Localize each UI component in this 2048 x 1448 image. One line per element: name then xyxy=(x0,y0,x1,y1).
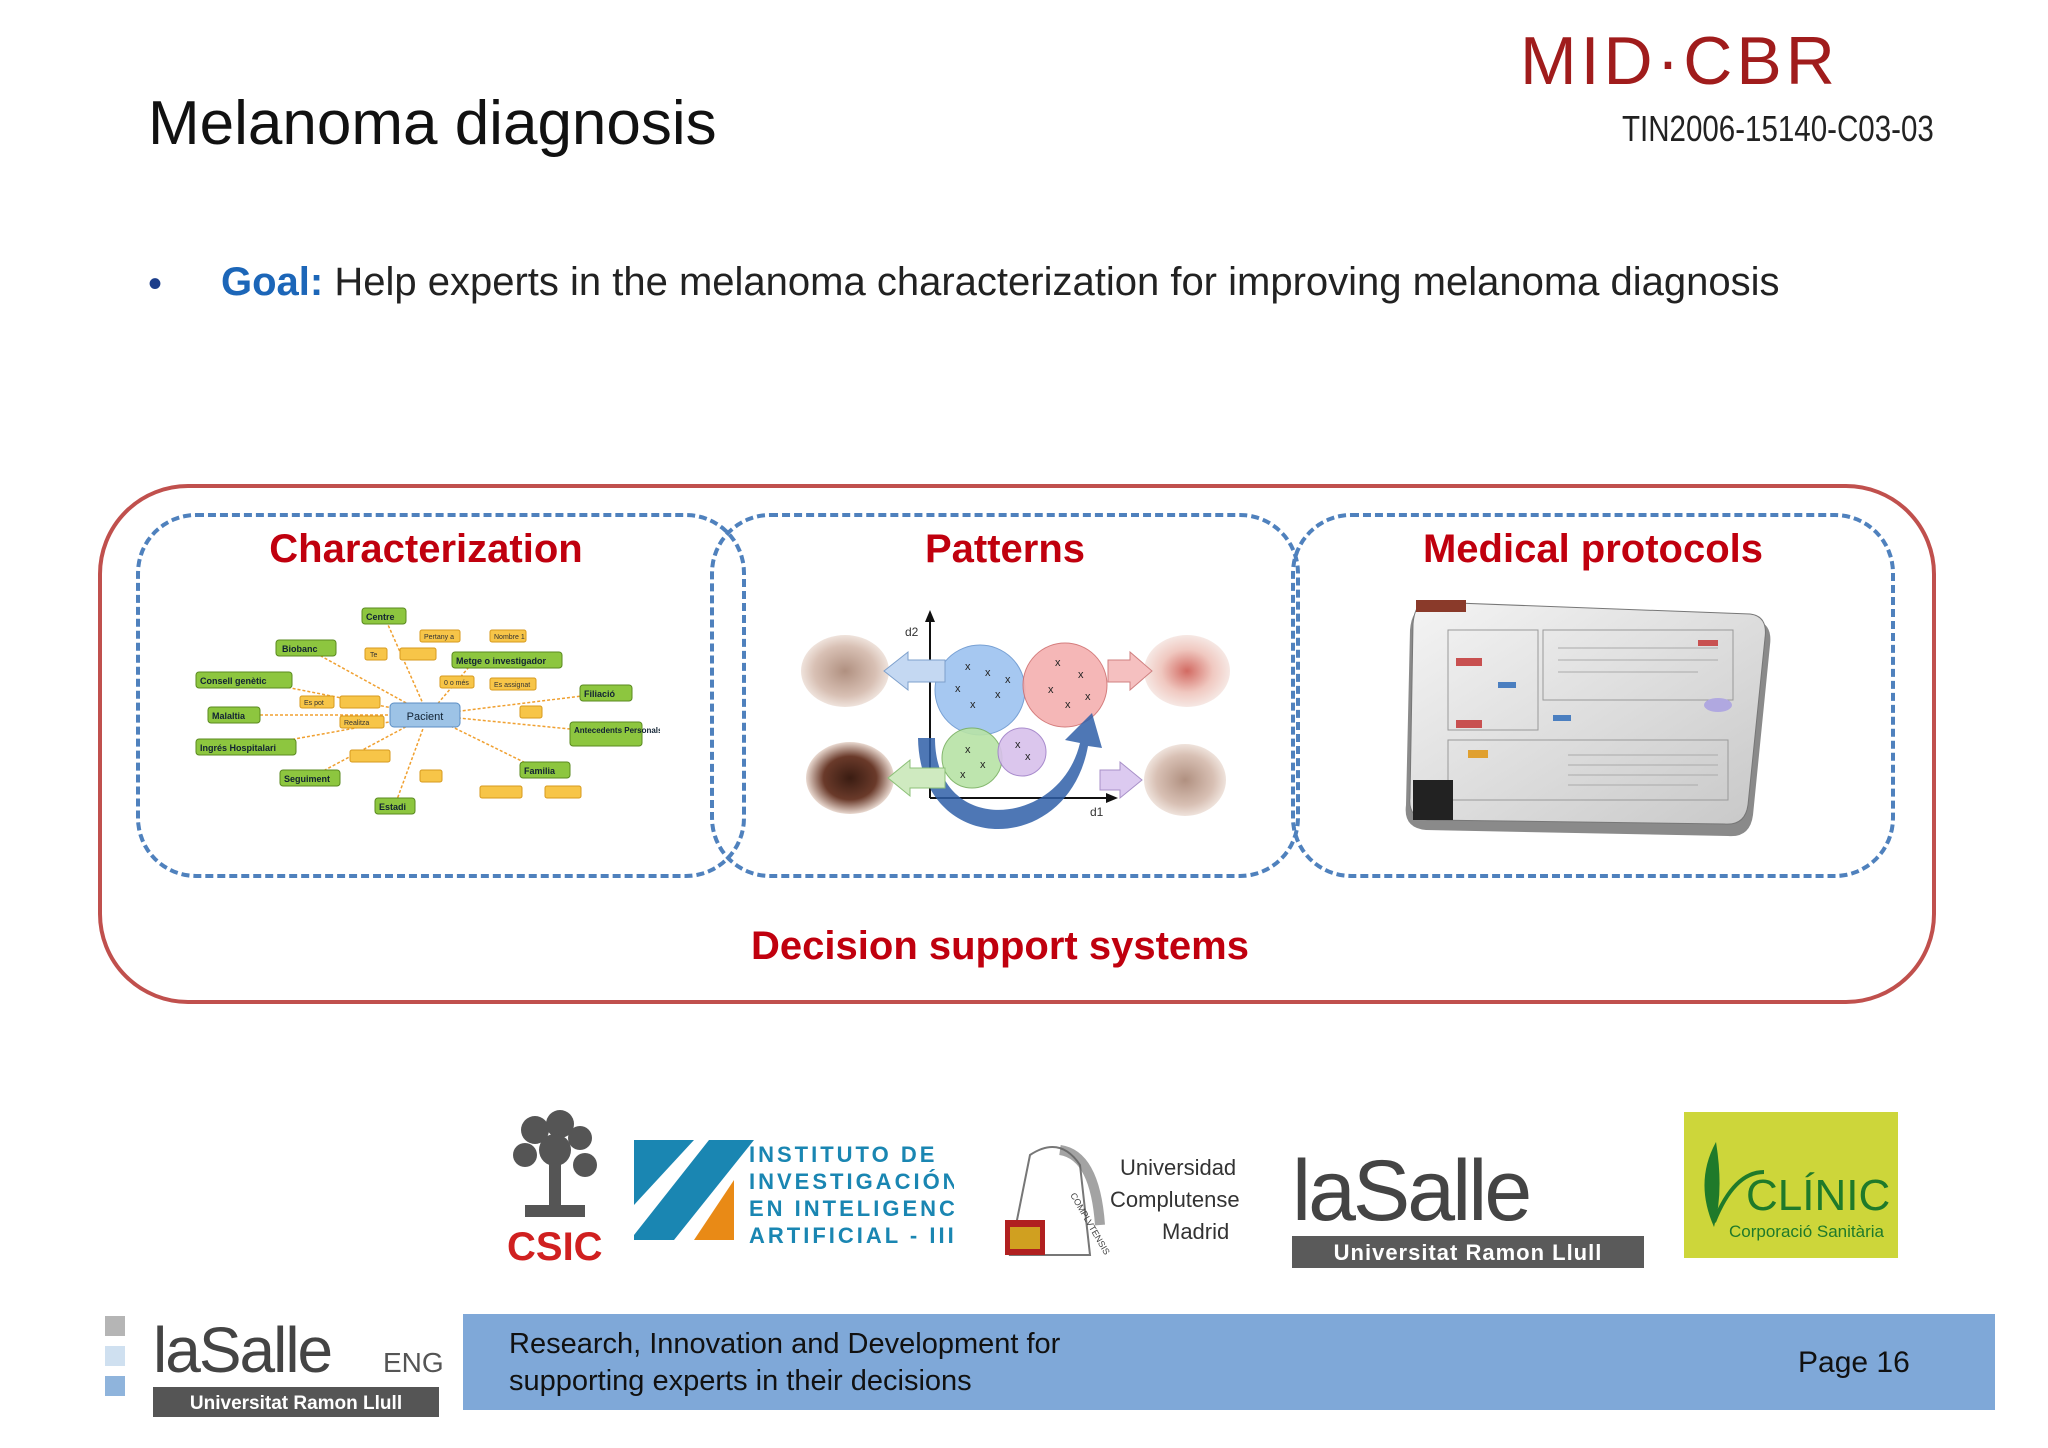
svg-text:x: x xyxy=(1015,739,1021,751)
skin-lesion-image xyxy=(801,635,889,707)
mindmap-node: Filiació xyxy=(584,689,616,699)
page-number: Page 16 xyxy=(1798,1346,1910,1379)
mindmap-node: Estadi xyxy=(379,802,406,812)
svg-text:x: x xyxy=(1048,684,1054,696)
mid-cbr-logo: MID·CBR xyxy=(1520,23,1980,99)
iiia-logo-text: EN INTELIGENCIA xyxy=(749,1196,954,1221)
mindmap-node: Es assignat xyxy=(494,682,530,689)
characterization-box xyxy=(136,513,746,878)
clinic-logo-sub: Corporació Sanitària xyxy=(1729,1222,1885,1241)
clinic-logo-text: CLÍNIC xyxy=(1746,1171,1890,1220)
footer-tagline: Research, Innovation and Development for… xyxy=(509,1326,1060,1400)
mid-cbr-logo-text: MID·CBR xyxy=(1520,24,1839,94)
mindmap-node: Consell genètic xyxy=(200,676,267,686)
csic-logo-text: CSIC xyxy=(507,1225,603,1269)
footer-brand-suffix: ENG xyxy=(383,1347,443,1378)
decision-support-container xyxy=(98,484,1936,1004)
footer-lasalle-logo: laSalle ENG Universitat Ramon Llull xyxy=(105,1314,443,1417)
svg-text:x: x xyxy=(1005,674,1011,686)
box-title-patterns: Patterns xyxy=(924,527,1086,571)
ucm-logo-text: Universidad xyxy=(1120,1155,1236,1180)
mindmap-node: Centre xyxy=(366,612,395,622)
footer-line-1: Research, Innovation and Development for xyxy=(509,1328,1061,1360)
clinic-logo: CLÍNIC Corporació Sanitària xyxy=(1684,1112,1898,1258)
svg-text:x: x xyxy=(965,744,971,756)
svg-text:x: x xyxy=(1085,691,1091,703)
mindmap-node: Ingrés Hospitalari xyxy=(200,743,276,753)
svg-text:x: x xyxy=(1065,699,1071,711)
mindmap-node: Biobanc xyxy=(282,644,318,654)
skin-lesion-image xyxy=(806,742,894,814)
svg-text:x: x xyxy=(995,689,1001,701)
box-title-characterization: Characterization xyxy=(269,527,583,571)
lasalle-logo-text: laSalle xyxy=(1292,1143,1529,1239)
mindmap-center: Pacient xyxy=(407,711,444,723)
csic-logo: CSIC xyxy=(507,1110,603,1269)
bullet-marker: • xyxy=(148,262,163,306)
skin-lesion-image xyxy=(1144,635,1230,707)
goal-text: Help experts in the melanoma characteriz… xyxy=(323,260,1780,304)
medical-protocols-box xyxy=(1291,513,1895,878)
lasalle-url-logo: laSalle Universitat Ramon Llull xyxy=(1292,1143,1644,1268)
iiia-logo-text: ARTIFICIAL - IIIA xyxy=(749,1223,954,1248)
decision-support-label: Decision support systems xyxy=(751,924,1249,968)
mindmap-node: Realitza xyxy=(344,720,369,727)
axis-label-d1: d1 xyxy=(1090,805,1104,819)
goal-label: Goal: xyxy=(221,260,324,304)
ucm-logo-text: Complutense xyxy=(1110,1187,1240,1212)
box-title-medical-protocols: Medical protocols xyxy=(1422,527,1764,571)
mindmap-node: Familia xyxy=(524,766,556,776)
svg-text:x: x xyxy=(1025,751,1031,763)
slide-title: Melanoma diagnosis xyxy=(148,89,717,158)
mindmap-node: 0 o més xyxy=(444,680,469,687)
svg-text:x: x xyxy=(970,699,976,711)
mindmap-node: Metge o investigador xyxy=(456,656,547,666)
svg-text:x: x xyxy=(965,661,971,673)
iiia-logo-text: INVESTIGACIÓN xyxy=(749,1169,954,1194)
footer-line-2: supporting experts in their decisions xyxy=(509,1365,972,1397)
footer-brand-sub: Universitat Ramon Llull xyxy=(190,1393,402,1414)
lasalle-logo-sub: Universitat Ramon Llull xyxy=(1334,1240,1603,1265)
svg-text:x: x xyxy=(960,769,966,781)
mindmap-node: Pertany a xyxy=(424,634,454,641)
mindmap-node: Es pot xyxy=(304,700,324,707)
project-code: TIN2006-15140-C03-03 xyxy=(1622,108,1934,149)
protocol-document-illustration xyxy=(1405,600,1771,837)
svg-text:x: x xyxy=(1055,657,1061,669)
svg-text:x: x xyxy=(1078,669,1084,681)
mindmap-node: Antecedents Personals xyxy=(574,726,660,735)
footer-brand: laSalle xyxy=(153,1314,331,1386)
ucm-logo-text: Madrid xyxy=(1162,1219,1229,1244)
goal-line: Goal: Help experts in the melanoma chara… xyxy=(221,260,1780,305)
mindmap-node: Te xyxy=(370,652,378,659)
iiia-logo-text: INSTITUTO DE xyxy=(749,1142,937,1167)
svg-text:x: x xyxy=(955,683,961,695)
mindmap-illustration: Pacient Centre Biobanc Metge o investiga… xyxy=(195,607,660,815)
iiia-logo: INSTITUTO DE INVESTIGACIÓN EN INTELIGENC… xyxy=(634,1140,954,1248)
mindmap-node: Malaltia xyxy=(212,711,246,721)
patterns-box xyxy=(710,513,1300,878)
ucm-logo: COMPLVTENSIS Universidad Complutense Mad… xyxy=(1005,1145,1240,1257)
mindmap-node: Seguiment xyxy=(284,774,330,784)
svg-text:x: x xyxy=(980,759,986,771)
svg-text:x: x xyxy=(985,667,991,679)
mindmap-node: Nombre 1 xyxy=(494,634,525,641)
axis-label-d2: d2 xyxy=(905,625,919,639)
footer-bar xyxy=(463,1314,1995,1410)
skin-lesion-image xyxy=(1144,744,1226,816)
